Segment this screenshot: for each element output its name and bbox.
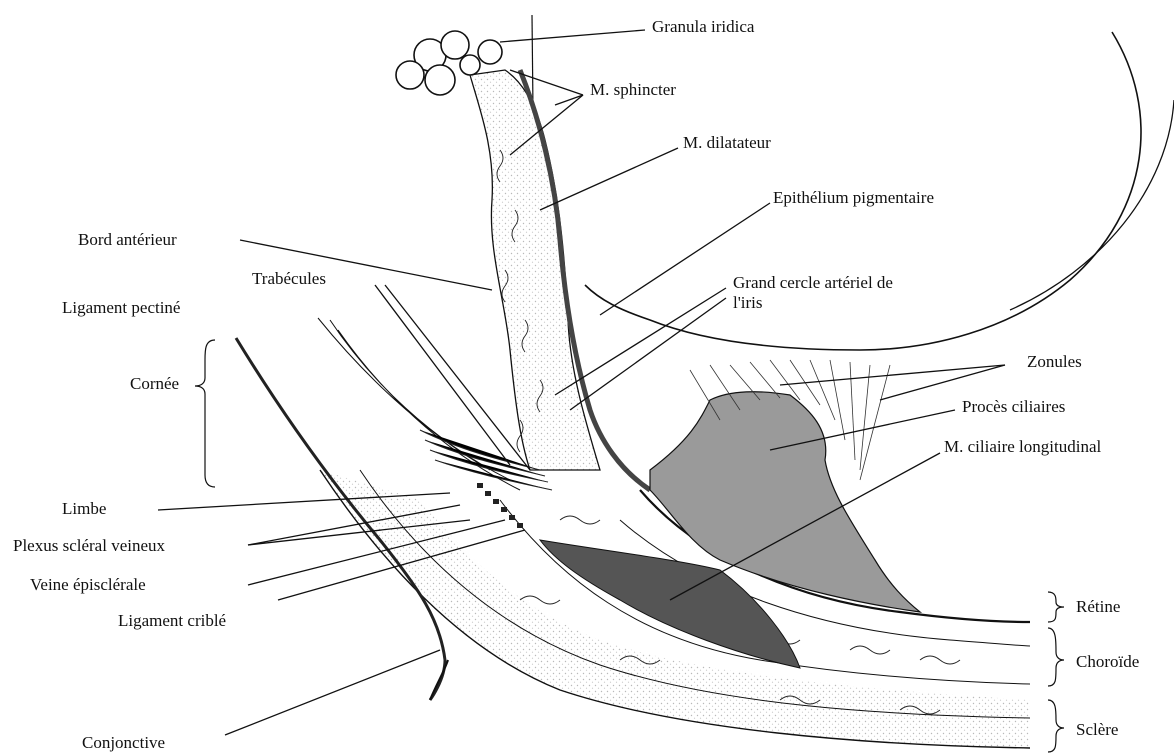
label-grand-cercle-line1: Grand cercle artériel de	[733, 273, 893, 293]
label-limbe: Limbe	[62, 499, 106, 519]
label-plexus-scleral-veineux: Plexus scléral veineux	[13, 536, 165, 556]
label-epithelium-pigmentaire: Epithélium pigmentaire	[773, 188, 934, 208]
label-sclere: Sclère	[1076, 720, 1118, 740]
label-m-ciliaire-longitudinal: M. ciliaire longitudinal	[944, 437, 1101, 457]
label-ligament-crible: Ligament criblé	[118, 611, 226, 631]
label-proces-ciliaires: Procès ciliaires	[962, 397, 1065, 417]
label-ligament-pectine: Ligament pectiné	[62, 298, 180, 318]
label-m-sphincter: M. sphincter	[590, 80, 676, 100]
label-m-dilatateur: M. dilatateur	[683, 133, 771, 153]
label-bord-anterieur: Bord antérieur	[78, 230, 177, 250]
label-veine-episclerale: Veine épisclérale	[30, 575, 146, 595]
label-choroide: Choroïde	[1076, 652, 1139, 672]
label-grand-cercle-line2: l'iris	[733, 293, 763, 313]
label-retine: Rétine	[1076, 597, 1120, 617]
label-granula-iridica: Granula iridica	[652, 17, 754, 37]
label-conjonctive: Conjonctive	[82, 733, 165, 753]
label-cornee: Cornée	[130, 374, 179, 394]
label-zonules: Zonules	[1027, 352, 1082, 372]
label-trabecules: Trabécules	[252, 269, 326, 289]
